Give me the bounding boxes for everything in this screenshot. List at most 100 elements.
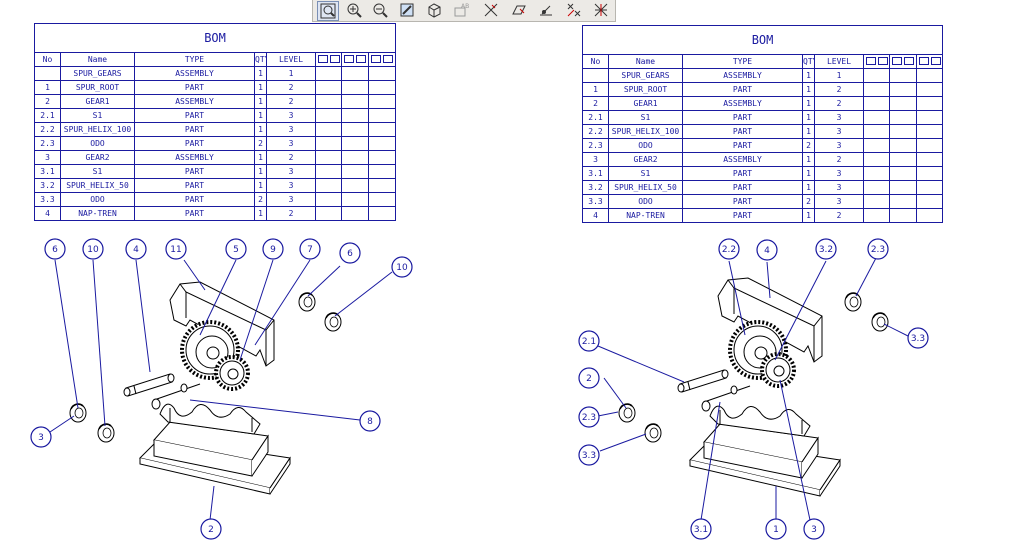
datum-point-button[interactable] [536, 1, 558, 21]
balloon-circle[interactable] [30, 426, 52, 448]
coordinate-system-button[interactable] [564, 1, 586, 21]
annotation-display-button[interactable]: AB [451, 1, 473, 21]
balloon-circle[interactable] [765, 518, 787, 540]
bom-cell: NAP-TREN [60, 206, 135, 221]
bom-empty-cell [915, 208, 944, 223]
right-leader-lines [597, 257, 911, 521]
bom-header-row: No Name TYPE QTY LEVEL [582, 54, 944, 69]
balloon-circle[interactable] [803, 518, 825, 540]
balloon-circle[interactable] [690, 518, 712, 540]
balloon-circle[interactable] [299, 238, 321, 260]
balloon-circle[interactable] [165, 238, 187, 260]
balloon-circle[interactable] [756, 239, 778, 261]
balloon-label: 3 [811, 525, 817, 535]
coordinate-system-icon [567, 3, 581, 17]
balloon-circle[interactable] [718, 238, 740, 260]
balloon-label: 3 [38, 433, 44, 443]
balloon-circle[interactable] [339, 242, 361, 264]
balloon-label: 2.2 [722, 245, 736, 255]
balloon-label: 4 [764, 246, 770, 256]
repaint-button[interactable] [397, 1, 419, 21]
zoom-window-button[interactable] [317, 1, 339, 21]
balloon-label: 6 [52, 245, 58, 255]
balloon-circle[interactable] [867, 238, 889, 260]
datum-plane-icon [512, 5, 526, 15]
balloon-label: 3.1 [694, 525, 708, 535]
graphics-toolbar: AB [312, 0, 616, 22]
balloon-circle[interactable] [82, 238, 104, 260]
balloon-label: 1 [773, 525, 779, 535]
datum-plane-button[interactable] [509, 1, 531, 21]
bom-cell: 1 [254, 206, 267, 221]
balloon-circle[interactable] [262, 238, 284, 260]
balloon-label: 6 [347, 249, 353, 259]
balloon-circle[interactable] [225, 238, 247, 260]
bom-title: BOM [33, 23, 397, 53]
display-style-button[interactable] [424, 1, 446, 21]
balloon-circle[interactable] [578, 444, 600, 466]
balloon-circle[interactable] [578, 330, 600, 352]
bom-empty-cell [367, 206, 397, 221]
balloon-circle[interactable] [359, 410, 381, 432]
balloon-label: 4 [133, 245, 139, 255]
balloon-label: 5 [233, 245, 239, 255]
balloon-circle[interactable] [578, 406, 600, 428]
svg-text:AB: AB [461, 3, 469, 10]
balloon-label: 11 [170, 245, 181, 255]
balloon-circle[interactable] [44, 238, 66, 260]
spin-center-button[interactable] [591, 1, 613, 21]
balloon-circle[interactable] [125, 238, 147, 260]
right-view-geometry[interactable] [618, 277, 889, 497]
left-view-geometry[interactable] [69, 281, 342, 495]
zoom-in-button[interactable] [344, 1, 366, 21]
balloon-circle[interactable] [815, 238, 837, 260]
left-leader-lines [49, 259, 393, 521]
balloon-circle[interactable] [391, 256, 413, 278]
balloon-label: 10 [396, 263, 408, 273]
balloon-label: 2.3 [582, 413, 596, 423]
balloon-label: 2 [208, 525, 214, 535]
balloon-label: 3.3 [911, 334, 925, 344]
datum-axis-icon [484, 3, 498, 17]
zoom-out-button[interactable] [370, 1, 392, 21]
balloon-label: 3.3 [582, 451, 596, 461]
balloon-label: 2.1 [582, 337, 596, 347]
annotation-display-icon: AB [454, 3, 469, 17]
balloon-label: 2 [586, 374, 592, 384]
zoom-out-icon [373, 3, 388, 18]
zoom-in-icon [347, 3, 362, 18]
balloon-label: 10 [87, 245, 99, 255]
datum-axis-button[interactable] [481, 1, 503, 21]
bom-table-right: BOM No Name TYPE QTY LEVEL SPUR_GEARSASS… [581, 25, 944, 223]
balloon-label: 9 [270, 245, 276, 255]
bom-cell: PART [134, 206, 255, 221]
balloon-label: 2.3 [871, 245, 885, 255]
bom-title: BOM [581, 25, 944, 55]
bom-cell: PART [682, 208, 803, 223]
datum-point-icon [540, 5, 552, 16]
spin-center-icon [594, 3, 608, 17]
balloon-label: 7 [307, 245, 313, 255]
balloon-circle[interactable] [578, 367, 600, 389]
balloon-circle[interactable] [200, 518, 222, 540]
bom-table-left: BOM No Name TYPE QTY LEVEL SPUR_GEARSASS… [33, 23, 397, 221]
balloon-circle[interactable] [907, 327, 929, 349]
repaint-icon [400, 3, 414, 17]
